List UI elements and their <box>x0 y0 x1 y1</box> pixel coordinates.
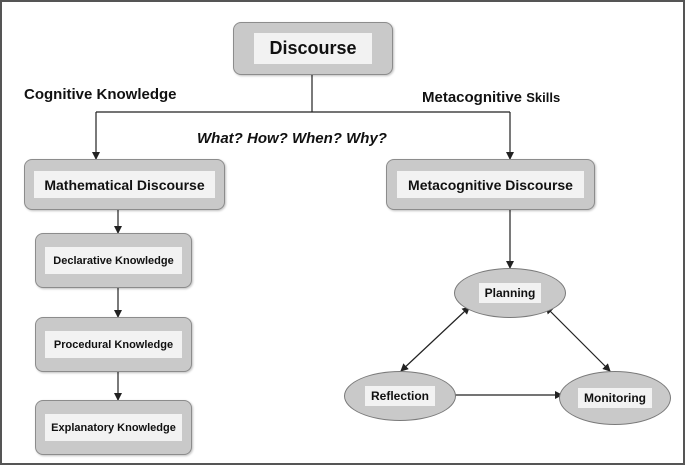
reflection-node: Reflection <box>344 371 456 421</box>
explanatory-knowledge-node: Explanatory Knowledge <box>35 400 192 455</box>
reflection-label: Reflection <box>364 386 435 406</box>
declarative-knowledge-label: Declarative Knowledge <box>45 247 182 274</box>
planning-monitoring-arrow <box>545 306 611 372</box>
skills-word: Skills <box>526 90 561 105</box>
metacognitive-discourse-label: Metacognitive Discourse <box>397 171 584 198</box>
planning-node: Planning <box>454 268 566 318</box>
monitoring-label: Monitoring <box>578 388 652 408</box>
procedural-knowledge-label: Procedural Knowledge <box>45 331 182 358</box>
procedural-knowledge-node: Procedural Knowledge <box>35 317 192 372</box>
explanatory-knowledge-label: Explanatory Knowledge <box>45 414 182 441</box>
questions-label: What? How? When? Why? <box>197 130 387 147</box>
discourse-node: Discourse <box>233 22 393 75</box>
planning-reflection-arrow <box>400 306 471 372</box>
metacognitive-discourse-node: Metacognitive Discourse <box>386 159 595 210</box>
declarative-knowledge-node: Declarative Knowledge <box>35 233 192 288</box>
metacognitive-word: Metacognitive <box>422 89 523 106</box>
mathematical-discourse-node: Mathematical Discourse <box>24 159 225 210</box>
metacognitive-skills-label: Metacognitive Skills <box>422 89 560 106</box>
cognitive-knowledge-label: Cognitive Knowledge <box>24 86 177 103</box>
monitoring-node: Monitoring <box>559 371 671 425</box>
mathematical-discourse-label: Mathematical Discourse <box>34 171 215 198</box>
planning-label: Planning <box>478 283 542 303</box>
discourse-label: Discourse <box>254 33 372 64</box>
